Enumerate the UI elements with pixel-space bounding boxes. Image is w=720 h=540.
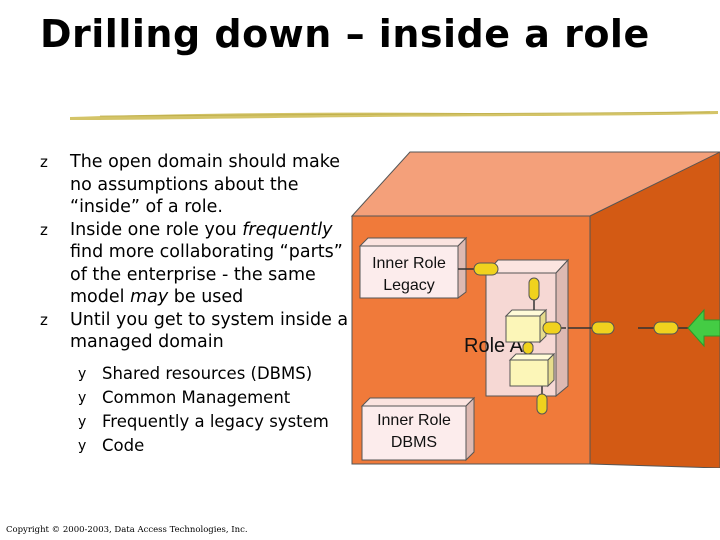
subbullet-marker-icon: y	[78, 413, 87, 430]
port-connector-icon	[528, 277, 540, 310]
dbms-box-top	[360, 397, 476, 407]
bullet-marker-icon: z	[40, 153, 48, 171]
port-connector-icon	[638, 321, 688, 335]
component-box-top	[504, 309, 548, 317]
copyright-footer: Copyright © 2000-2003, Data Access Techn…	[6, 525, 248, 535]
subbullet-marker-icon: y	[78, 389, 87, 406]
bullet-item: z The open domain should make no assumpt…	[40, 152, 341, 217]
legacy-box-side	[457, 236, 467, 299]
role-a-box-top	[484, 259, 570, 274]
port-connector-icon	[542, 321, 566, 335]
interface-arrow-icon	[687, 308, 720, 348]
subbullet-marker-icon: y	[78, 365, 87, 382]
title-underline	[70, 111, 718, 120]
bullet-item: z Inside one role you frequently find mo…	[40, 219, 343, 308]
bullet-marker-icon: z	[40, 220, 48, 239]
subbullet-item: y Frequently a legacy system	[76, 410, 360, 434]
slide-title: Drilling down – inside a role	[40, 12, 650, 56]
role-a-label: Role A	[464, 335, 523, 357]
component-box	[509, 359, 549, 387]
port-connector-icon	[458, 262, 499, 276]
component-box-side	[547, 352, 555, 388]
dbms-box	[361, 405, 467, 461]
subbullet-item: y Code	[76, 434, 360, 458]
bullet-list: z The open domain should make no assumpt…	[40, 151, 360, 458]
port-connector-icon	[522, 341, 534, 355]
port-connector-icon	[536, 386, 548, 415]
dbms-box-side	[465, 396, 475, 462]
legacy-box-top	[358, 237, 468, 247]
role-diagram: Inner Role Legacy Inner Role DBMS Role A	[348, 148, 720, 468]
inner-role-legacy-label: Inner Role Legacy	[372, 255, 446, 294]
legacy-box	[359, 245, 459, 299]
inner-role-dbms-label: Inner Role DBMS	[377, 412, 451, 451]
bullet-marker-icon: z	[40, 310, 48, 329]
subbullet-marker-icon: y	[78, 437, 87, 454]
subbullet-item: y Common Management	[76, 386, 360, 410]
subbullet-item: y Shared resources (DBMS)	[76, 362, 360, 386]
bullet-item: z Until you get to system inside a manag…	[40, 309, 349, 353]
port-connector-icon	[568, 321, 615, 335]
